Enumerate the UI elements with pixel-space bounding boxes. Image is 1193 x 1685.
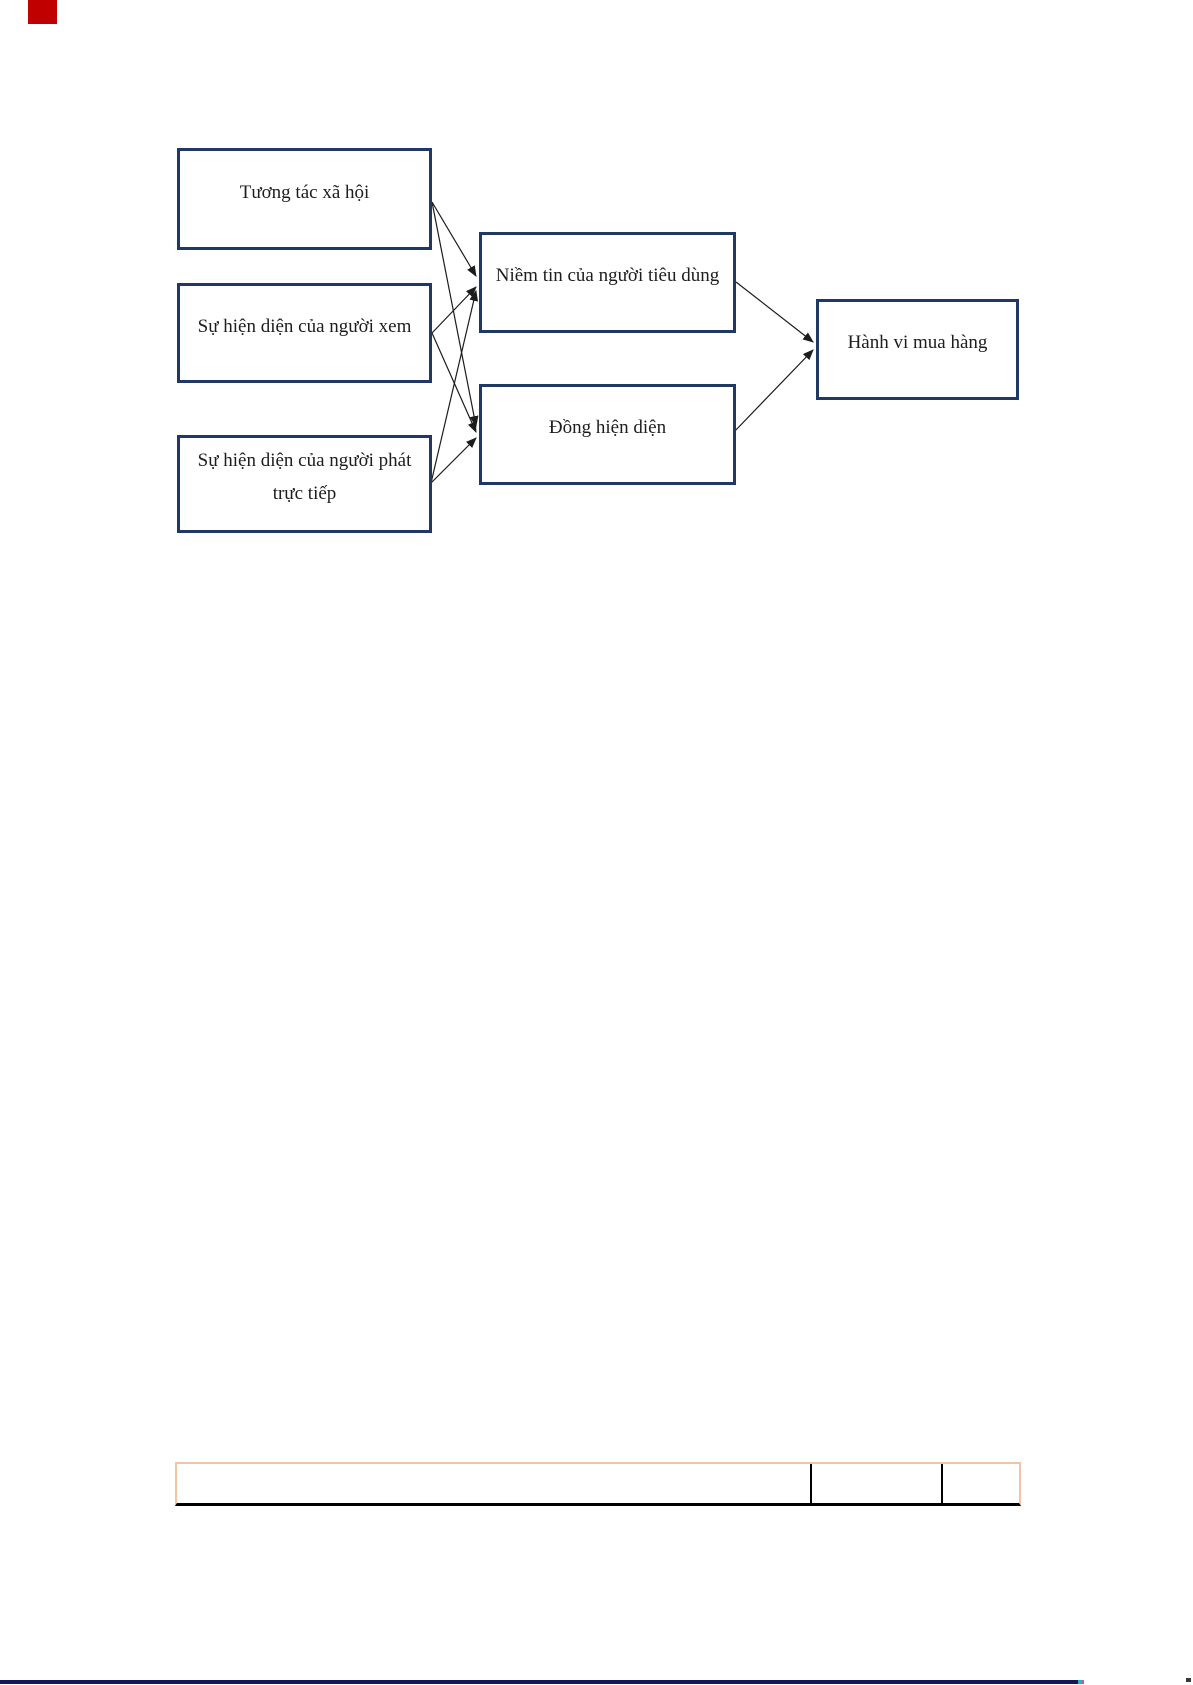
page-bottom-rule xyxy=(0,1680,1078,1684)
footer-table-divider xyxy=(810,1464,812,1503)
node-social-interaction: Tương tác xã hội xyxy=(177,148,432,250)
node-viewer-presence: Sự hiện diện của người xem xyxy=(177,283,432,383)
footer-table-divider xyxy=(941,1464,943,1503)
node-consumer-trust: Niềm tin của người tiêu dùng xyxy=(479,232,736,333)
node-purchase-behavior: Hành vi mua hàng xyxy=(816,299,1019,400)
node-label: Tương tác xã hội xyxy=(239,181,370,203)
bottom-rule-artifact xyxy=(1078,1680,1081,1684)
node-label: Sự hiện diện của người xem xyxy=(197,315,412,337)
node-label: Hành vi mua hàng xyxy=(847,332,988,353)
footer-table xyxy=(175,1462,1021,1506)
red-marker xyxy=(28,0,57,24)
bottom-corner-artifact xyxy=(1186,1678,1191,1682)
node-streamer-presence: Sự hiện diện của người phát trực tiếp xyxy=(177,435,432,533)
node-label: Niềm tin của người tiêu dùng xyxy=(495,265,720,286)
bottom-rule-artifact xyxy=(1081,1680,1084,1684)
node-co-presence: Đồng hiện diện xyxy=(479,384,736,485)
node-label: Đồng hiện diện xyxy=(548,417,667,438)
node-label: Sự hiện diện của người phát trực tiếp xyxy=(197,450,412,504)
